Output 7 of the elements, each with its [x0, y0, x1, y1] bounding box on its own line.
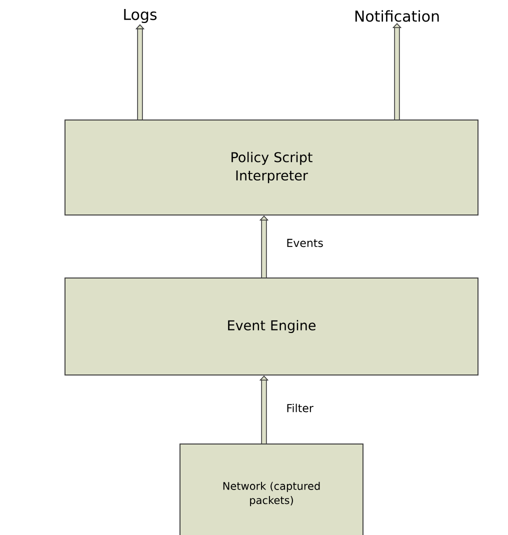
process-box: Policy Script Interpreter — [64, 120, 478, 216]
output-label: Notification — [355, 10, 439, 22]
output-label: Logs — [124, 8, 157, 24]
process-box: Network (captured packets) — [180, 444, 364, 535]
edge-label: Filter — [285, 402, 314, 414]
process-box: Event Engine — [64, 278, 478, 376]
edge-label: Events — [285, 238, 324, 248]
